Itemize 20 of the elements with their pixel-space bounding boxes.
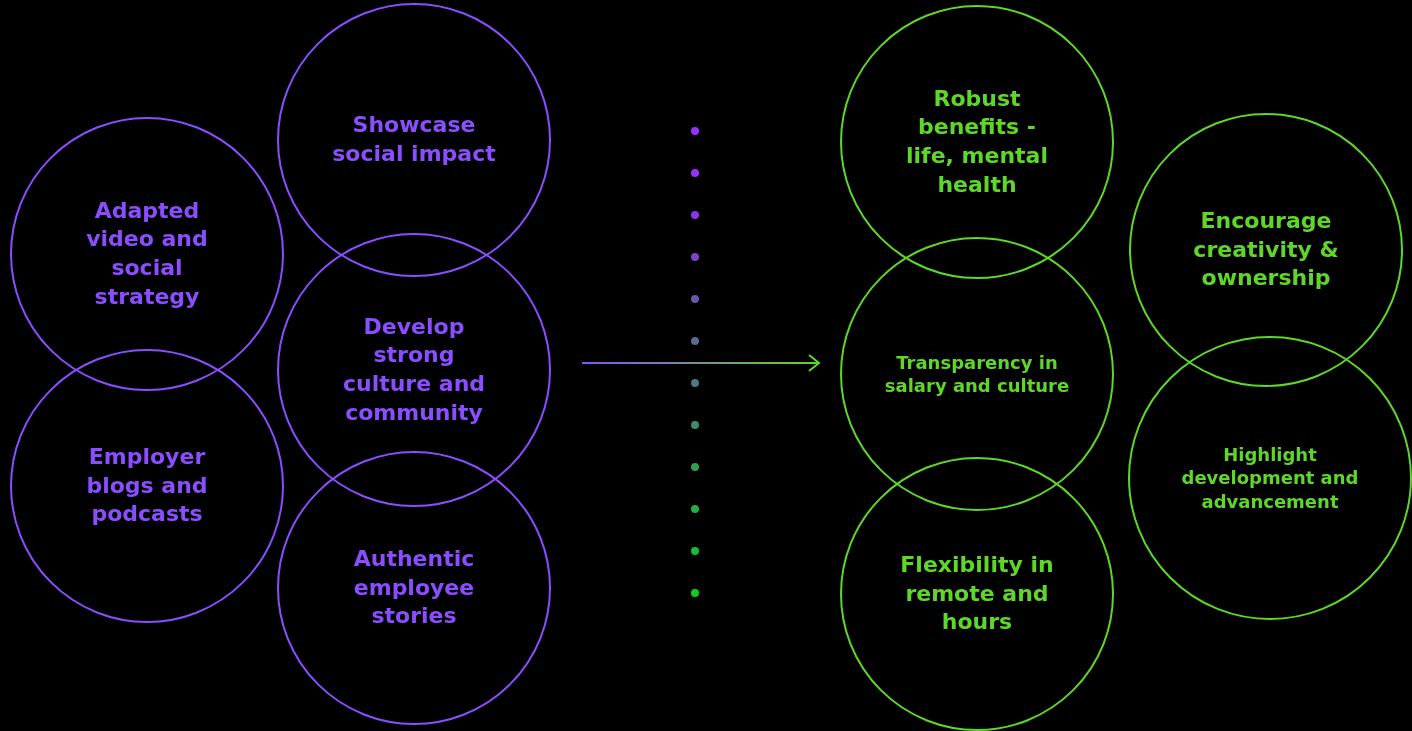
- node-label: Showcase social impact: [331, 111, 497, 168]
- node-label: Highlight development and advancement: [1180, 442, 1360, 514]
- circle-node: [277, 451, 551, 725]
- node-label: Flexibility in remote and hours: [899, 551, 1055, 637]
- circle-node: [1129, 113, 1403, 387]
- circle-node: [277, 233, 551, 507]
- node-label: Develop strong culture and community: [341, 312, 487, 427]
- circle-node: [840, 457, 1114, 731]
- circle-node: [840, 237, 1114, 511]
- node-label: Employer blogs and podcasts: [85, 443, 209, 529]
- circle-node: [10, 117, 284, 391]
- node-label: Authentic employee stories: [352, 545, 476, 631]
- node-label: Transparency in salary and culture: [883, 350, 1071, 398]
- circle-node: [840, 5, 1114, 279]
- circle-node: [10, 349, 284, 623]
- circle-node: [277, 3, 551, 277]
- circle-node: [1128, 336, 1412, 620]
- node-label: Adapted video and social strategy: [85, 196, 209, 311]
- node-label: Robust benefits - life, mental health: [905, 84, 1049, 199]
- node-label: Encourage creativity & ownership: [1192, 207, 1340, 293]
